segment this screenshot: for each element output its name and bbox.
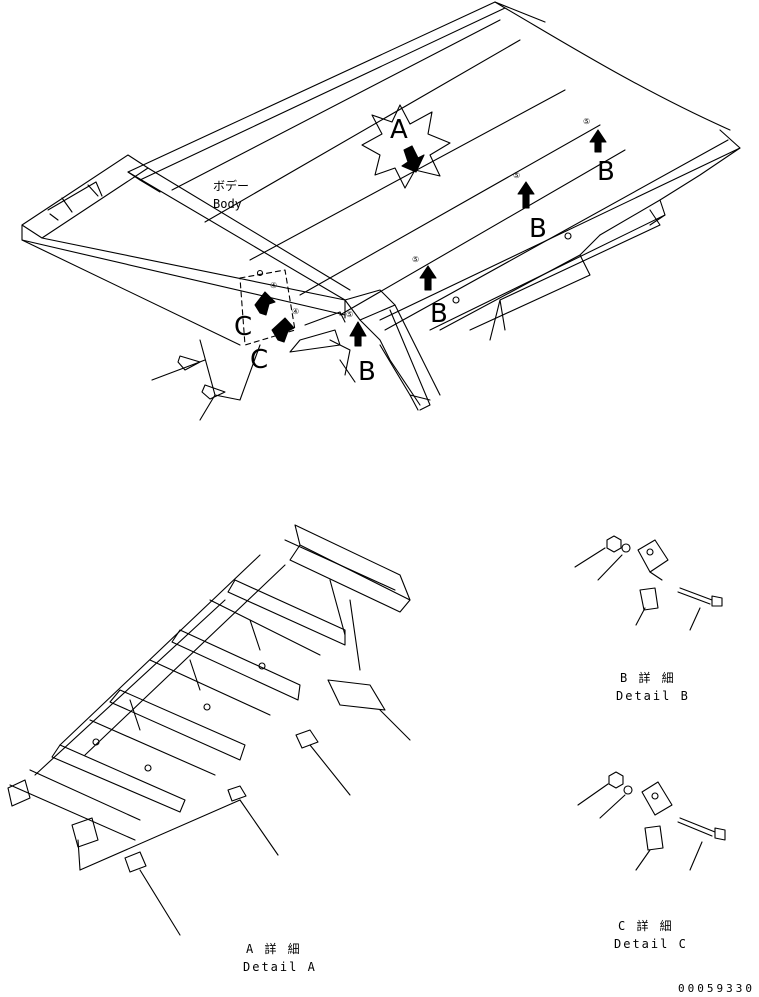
detail-b-caption-en: Detail B: [616, 689, 690, 703]
detail-a-caption-en: Detail A: [243, 960, 317, 974]
callout-a-burst: [361, 104, 451, 189]
detail-a-caption-jp: A 詳 細: [246, 942, 302, 956]
bolt-marker-1: ⑤: [583, 117, 591, 126]
bolt-arrows: [254, 129, 607, 347]
body-label-en: Body: [213, 197, 242, 211]
body-label-jp: ボデー: [213, 179, 250, 193]
callout-c-1: C: [234, 312, 253, 342]
callout-b-4: B: [358, 357, 376, 387]
bolt-marker-2: ⑤: [513, 171, 521, 180]
callout-a: A: [390, 115, 408, 145]
bolt-marker-5: ④: [270, 281, 278, 290]
detail-b-drawing: [574, 535, 723, 631]
detail-c-caption-jp: C 詳 細: [618, 919, 674, 933]
callout-b-3: B: [430, 299, 448, 329]
callout-b-2: B: [529, 214, 547, 244]
callout-c-2: C: [250, 345, 269, 375]
document-number: 00059330: [678, 982, 755, 995]
detail-c-drawing: [577, 771, 726, 871]
dump-body-drawing: [21, 1, 741, 421]
bolt-marker-4: ⑤: [346, 310, 354, 319]
detail-b-caption-jp: B 詳 細: [620, 671, 676, 685]
bolt-marker-6: ④: [292, 307, 300, 316]
callout-b-1: B: [597, 157, 615, 187]
detail-a-drawing: [7, 524, 411, 936]
detail-c-caption-en: Detail C: [614, 937, 688, 951]
bolt-marker-3: ⑤: [412, 255, 420, 264]
